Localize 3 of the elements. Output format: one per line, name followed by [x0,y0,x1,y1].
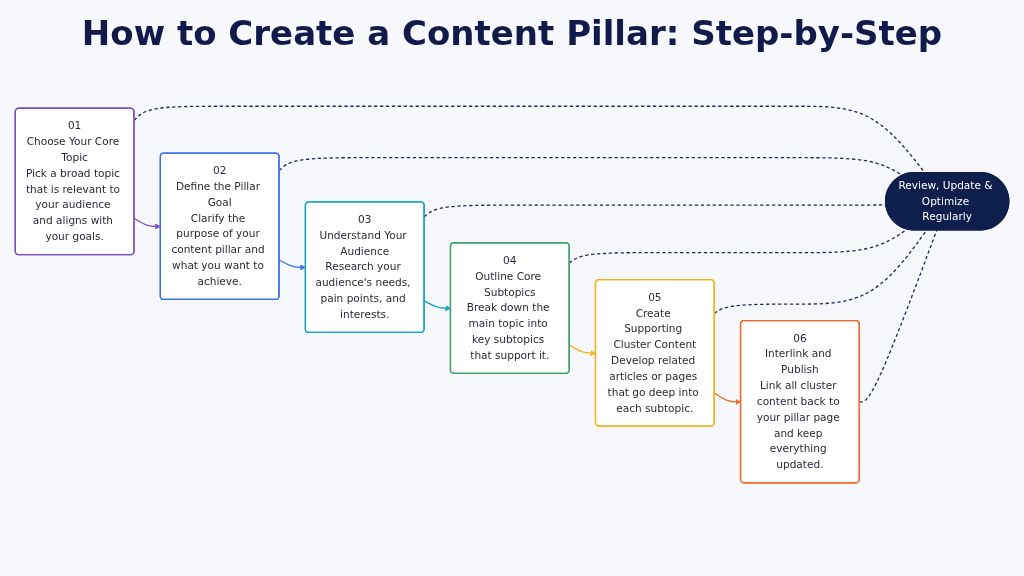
arrow [133,217,161,229]
title: How to Create a Content Pillar: Step-by-Step [80,14,944,54]
connector [133,105,926,174]
